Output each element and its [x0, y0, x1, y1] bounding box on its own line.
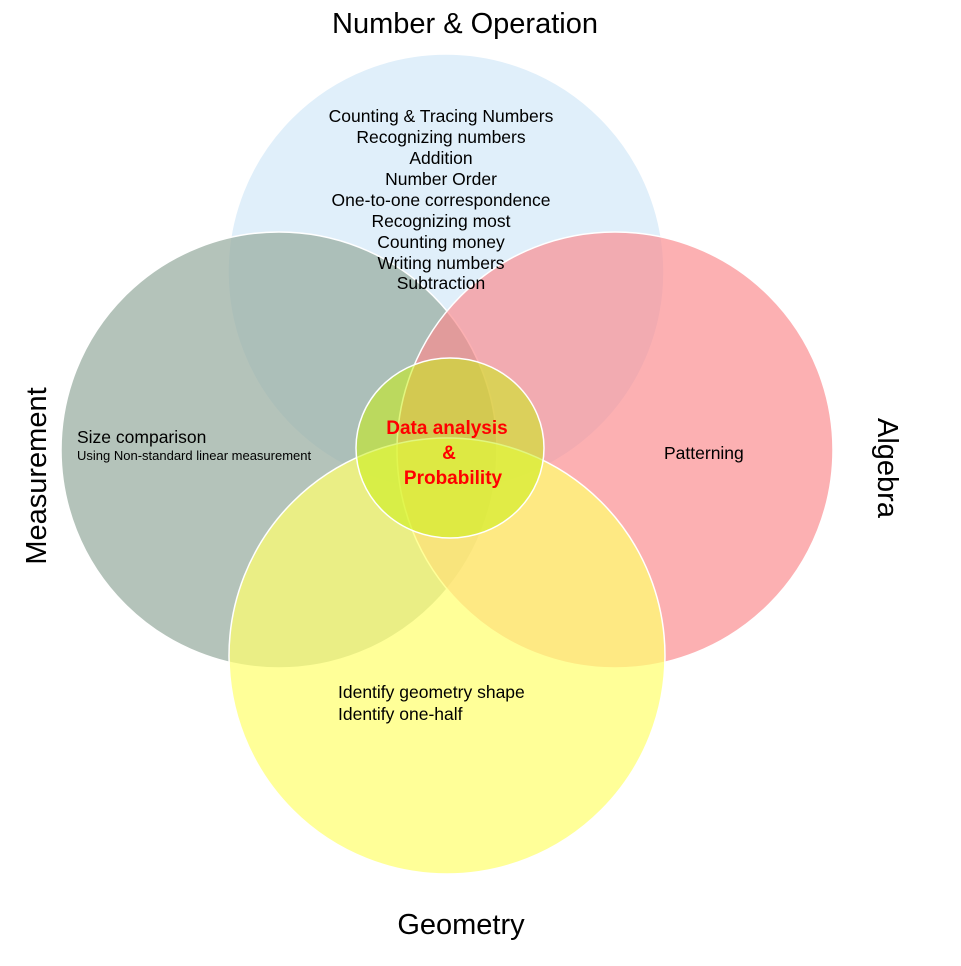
number-operation-items: Counting & Tracing Numbers Recognizing n… [329, 106, 554, 293]
number-operation-item: One-to-one correspondence [332, 190, 551, 210]
number-operation-item: Counting & Tracing Numbers [329, 106, 554, 126]
number-operation-item: Addition [409, 148, 472, 168]
geometry-title: Geometry [397, 909, 525, 941]
geometry-item: Identify geometry shape [338, 682, 525, 702]
number-operation-item: Number Order [385, 169, 497, 189]
number-operation-item: Recognizing numbers [356, 127, 526, 147]
center-label-line1: Data analysis [386, 418, 507, 439]
measurement-item-main: Size comparison [77, 427, 206, 447]
number-operation-item: Recognizing most [371, 211, 510, 231]
number-operation-item: Subtraction [397, 273, 486, 293]
center-label-line3: Probability [404, 468, 503, 489]
geometry-item: Identify one-half [338, 704, 463, 724]
algebra-item: Patterning [664, 443, 744, 463]
number-operation-item: Writing numbers [377, 253, 504, 273]
number-operation-item: Counting money [377, 232, 505, 252]
measurement-item-sub: Using Non-standard linear measurement [77, 448, 312, 463]
number-operation-title: Number & Operation [332, 8, 598, 40]
measurement-title: Measurement [21, 387, 53, 564]
algebra-title: Algebra [871, 418, 903, 519]
center-circle [355, 357, 545, 539]
center-label-line2: & [442, 443, 456, 464]
